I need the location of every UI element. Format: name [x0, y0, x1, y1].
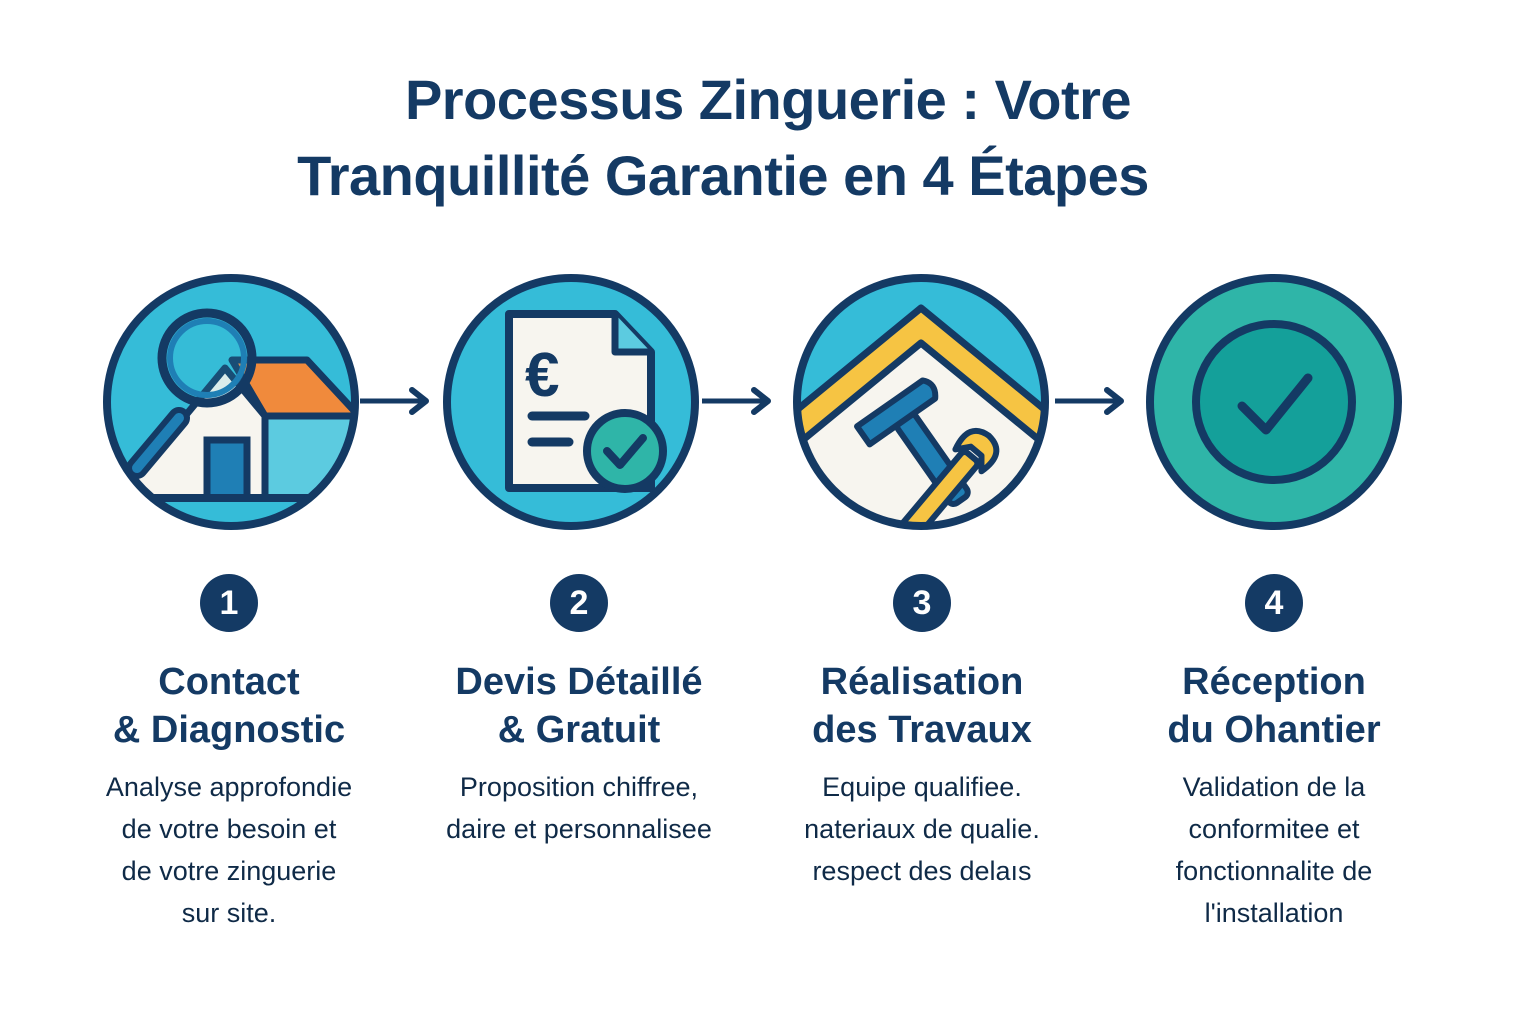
arrow-right-icon — [702, 386, 774, 416]
step-title: Réalisation des Travaux — [812, 661, 1032, 751]
step-description: Equipe qualifiee. nateriaux de qualie. r… — [804, 772, 1040, 886]
arrow-right-icon — [360, 386, 432, 416]
arrow-right-icon — [1055, 386, 1127, 416]
step-description: Analyse approfondie de votre besoin et d… — [105, 772, 353, 928]
step-number-badge: 4 — [1245, 574, 1303, 632]
house-magnifier-icon — [97, 268, 365, 536]
svg-text:€: € — [525, 341, 559, 410]
step-title: Réception du Ohantier — [1167, 661, 1381, 751]
step-number-badge: 1 — [200, 574, 258, 632]
step-4: 4 Réception du Ohantier Validation de la… — [1104, 574, 1444, 934]
quote-document-euro-icon: € — [437, 268, 705, 536]
step-title: Devis Détaillé & Gratuit — [455, 661, 703, 751]
check-circle-icon — [1140, 268, 1408, 536]
page-title: Processus Zinguerie : Votre Tranquillité… — [0, 62, 1536, 214]
step-title: Contact & Diagnostic — [112, 661, 346, 751]
title-line-2: Tranquillité Garantie en 4 Étapes — [297, 144, 1149, 207]
step-3: 3 Réalisation des Travaux Equipe qualifi… — [752, 574, 1092, 892]
roof-tools-icon — [787, 268, 1055, 536]
step-number-badge: 3 — [893, 574, 951, 632]
step-1: 1 Contact & Diagnostic Analyse approfond… — [59, 574, 399, 934]
step-number-badge: 2 — [550, 574, 608, 632]
step-2: 2 Devis Détaillé & Gratuit Proposition c… — [409, 574, 749, 850]
step-description: Proposition chiffree, daire et personnal… — [446, 772, 712, 844]
step-description: Validation de la conformitee et fonction… — [1175, 772, 1373, 928]
title-line-1: Processus Zinguerie : Votre — [404, 68, 1132, 131]
